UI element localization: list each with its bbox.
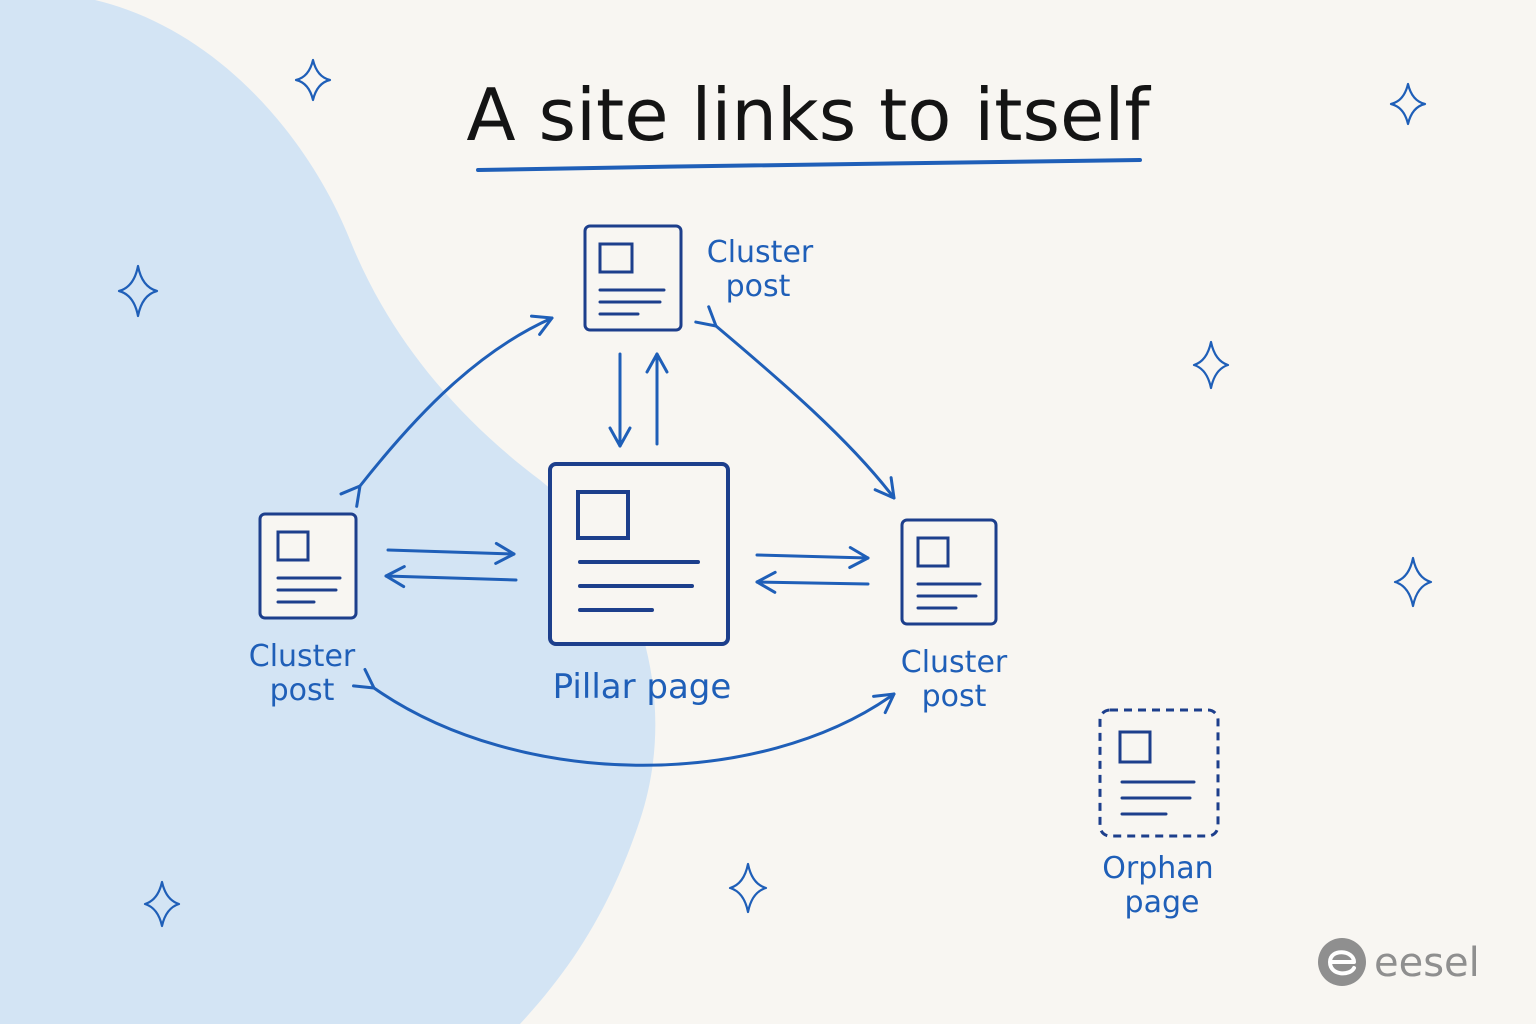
link-arrows: [339, 305, 896, 767]
orphan-page-label-2: page: [1125, 885, 1200, 920]
image-placeholder-icon: [576, 490, 630, 540]
cluster-post-right-label: Cluster: [901, 645, 1008, 680]
cluster-post-top-label-2: post: [726, 269, 791, 304]
image-placeholder-icon: [1118, 730, 1152, 764]
cluster-post-top-label: Cluster: [707, 235, 814, 270]
cluster-post-right: Cluster post: [900, 518, 1008, 714]
document-icon: [548, 462, 730, 646]
image-placeholder-icon: [276, 530, 310, 562]
arrow-pillar-to-right: [755, 546, 870, 570]
arrow-left-top: [339, 314, 554, 508]
arrow-top-right: [694, 305, 896, 500]
document-icon: [258, 512, 358, 620]
image-placeholder-icon: [598, 242, 634, 274]
eesel-logo-text: eesel: [1374, 940, 1480, 986]
arrow-left-right-bottom: [352, 668, 896, 767]
orphan-page-label: Orphan: [1102, 851, 1213, 886]
sparkle-icon: [117, 264, 159, 318]
title-underline: [476, 158, 1142, 172]
sparkle-icon: [294, 58, 332, 102]
cluster-post-right-label-2: post: [922, 679, 987, 714]
pillar-page: Pillar page: [548, 462, 732, 707]
arrow-right-to-pillar: [755, 570, 870, 594]
eesel-logo-icon: [1318, 938, 1366, 986]
cluster-post-top: Cluster post: [583, 224, 814, 332]
page-title: A site links to itself: [466, 73, 1151, 157]
eesel-logo: eesel: [1318, 938, 1480, 986]
cluster-post-left-label: Cluster: [249, 639, 356, 674]
sparkle-icon: [1389, 82, 1427, 126]
sparkle-icon: [143, 880, 181, 928]
image-placeholder-icon: [916, 536, 950, 568]
background-blob: [0, 0, 656, 1024]
document-icon: [1098, 708, 1220, 838]
sparkle-icon: [1192, 340, 1230, 390]
document-icon: [900, 518, 998, 626]
sparkle-icon: [1393, 556, 1433, 608]
cluster-post-left-label-2: post: [270, 673, 335, 708]
pillar-page-label: Pillar page: [553, 667, 732, 707]
document-icon: [583, 224, 683, 332]
arrow-left-to-pillar: [386, 541, 516, 565]
sparkle-icons: [117, 58, 1433, 928]
orphan-page: Orphan page: [1098, 708, 1220, 920]
sparkle-icon: [728, 862, 768, 914]
arrow-pillar-to-left: [384, 565, 518, 589]
cluster-post-left: Cluster post: [249, 512, 358, 708]
